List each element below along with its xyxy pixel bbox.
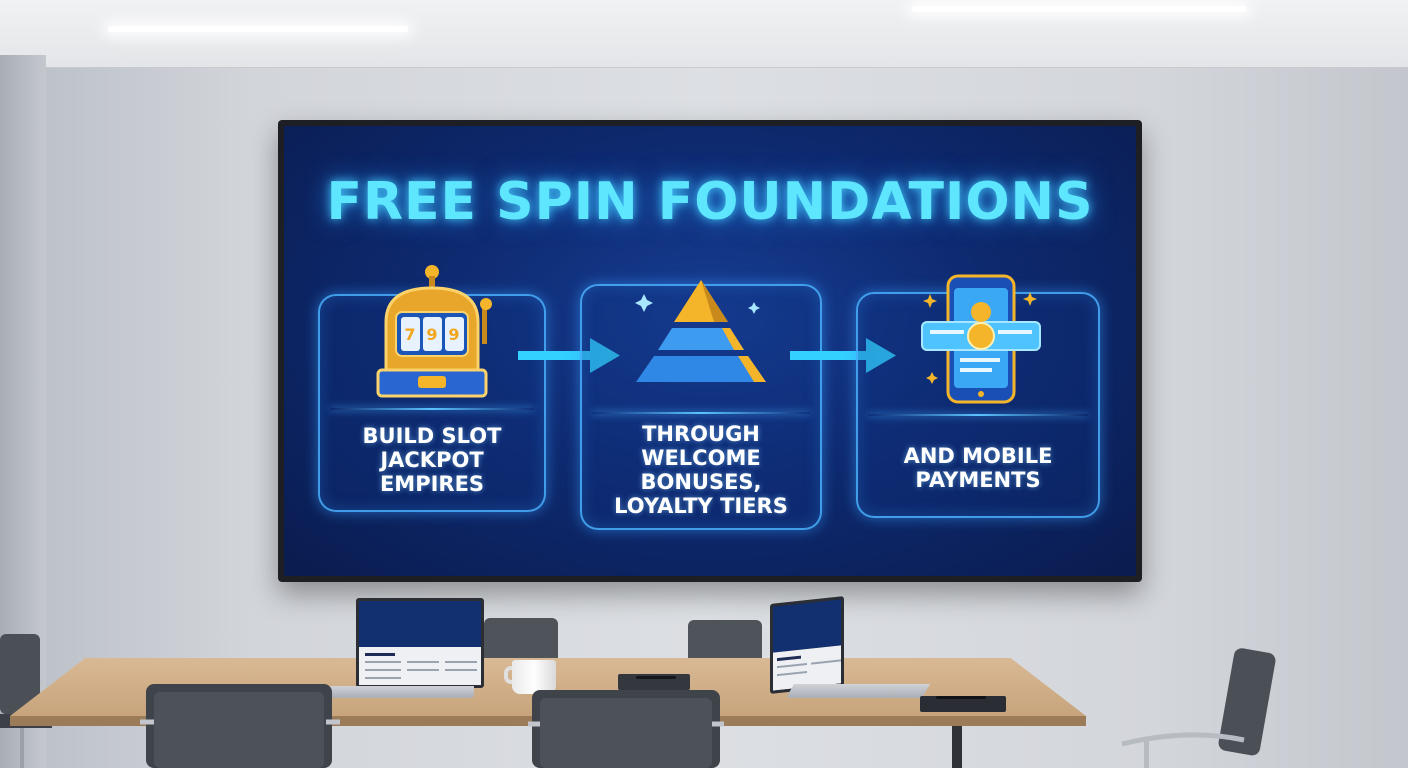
notebook (920, 696, 1006, 712)
card-divider (868, 414, 1088, 416)
arrow-right-icon (518, 338, 620, 373)
svg-text:9: 9 (448, 325, 459, 344)
slide-title: FREE SPIN FOUNDATIONS (326, 172, 1094, 232)
card-divider (592, 412, 810, 414)
laptop-slide-preview (359, 601, 481, 648)
laptop-left[interactable] (320, 596, 488, 702)
ceiling-light-right (912, 6, 1246, 12)
laptop-webpage-preview (359, 647, 481, 685)
step-label-mobile: AND MOBILE PAYMENTS (903, 444, 1053, 492)
ceiling (0, 0, 1408, 68)
office-chair (528, 690, 724, 768)
laptop-slide-preview (773, 599, 841, 653)
step-card-slot: BUILD SLOT JACKPOT EMPIRES (318, 294, 546, 512)
slot-machine-icon: 7 9 9 (376, 265, 492, 398)
step-card-pyramid: THROUGH WELCOME BONUSES, LOYALTY TIERS (580, 284, 822, 530)
office-chair (1121, 648, 1276, 768)
laptop-right[interactable] (766, 596, 931, 704)
pyramid-icon (635, 280, 766, 382)
arrow-right-icon (790, 338, 896, 373)
pen (636, 676, 676, 679)
wall-tv: FREE SPIN FOUNDATIONS BUILD SLOT JACKPOT… (278, 120, 1142, 582)
presentation-slide: FREE SPIN FOUNDATIONS BUILD SLOT JACKPOT… (284, 126, 1136, 576)
laptop-screen (770, 596, 844, 694)
step-label-pyramid: THROUGH WELCOME BONUSES, LOYALTY TIERS (614, 422, 788, 518)
laptop-keyboard-base (320, 686, 474, 698)
svg-text:9: 9 (426, 325, 437, 344)
svg-text:7: 7 (404, 325, 415, 344)
laptop-keyboard-base (785, 684, 931, 698)
table-leg (952, 726, 962, 768)
pen (936, 696, 986, 699)
card-divider (330, 408, 534, 410)
ceiling-light-left (108, 26, 408, 32)
step-label-slot: BUILD SLOT JACKPOT EMPIRES (362, 424, 502, 496)
mobile-payment-icon (921, 274, 1041, 404)
coffee-mug (512, 660, 556, 694)
office-chair (140, 684, 340, 768)
laptop-screen (356, 598, 484, 688)
